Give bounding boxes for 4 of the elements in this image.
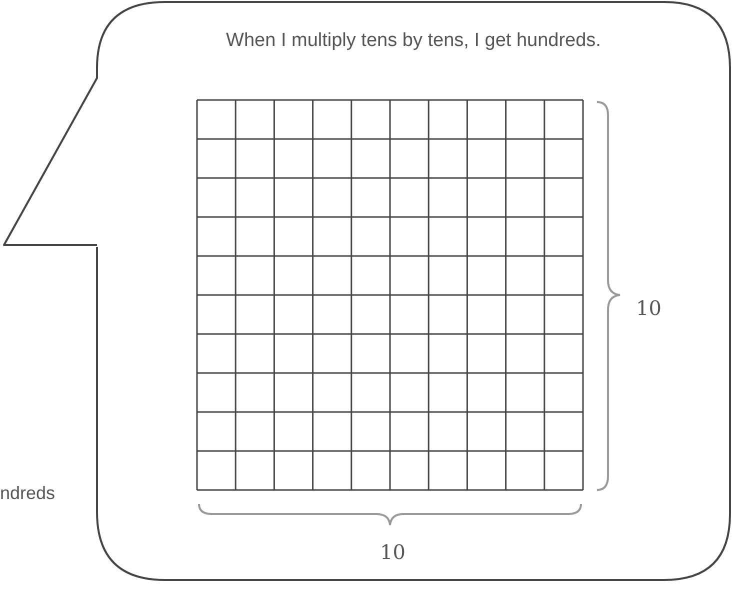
- label: 10: [380, 540, 406, 564]
- label: ndreds: [0, 483, 56, 504]
- heading: When I multiply tens by tens, I get hundreds.: [225, 30, 602, 52]
- label: 10: [636, 296, 662, 320]
